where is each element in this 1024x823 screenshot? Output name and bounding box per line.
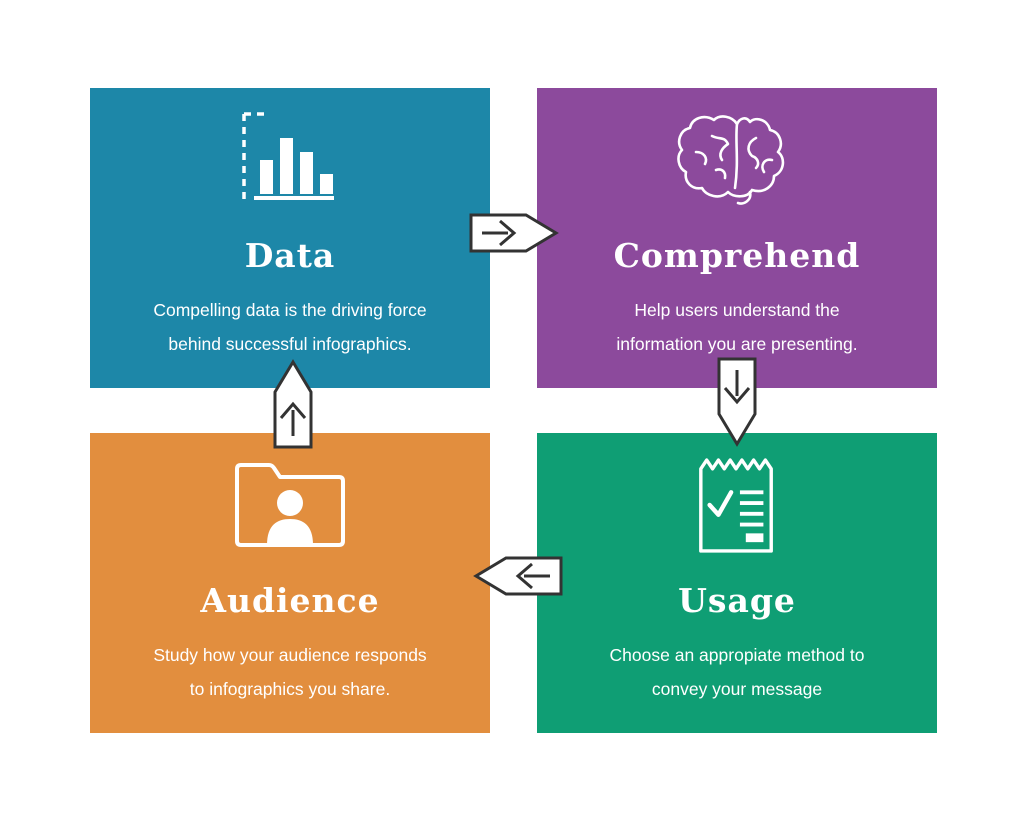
arrow-usage-to-audience [472,551,564,601]
description-line: Study how your audience responds [153,645,427,665]
bar-chart-icon [230,104,350,216]
step-card-data: Data Compelling data is the driving forc… [90,88,490,388]
arrow-audience-to-data [268,358,318,450]
description-line: to infographics you share. [189,679,391,699]
step-card-usage: Usage Choose an appropiate method to con… [537,433,937,733]
step-title-usage: Usage [678,581,796,620]
step-description-audience: Study how your audience responds to info… [153,638,426,706]
arrow-comprehend-to-usage [712,356,762,448]
step-card-comprehend: Comprehend Help users understand the inf… [537,88,937,388]
step-description-usage: Choose an appropiate method to convey yo… [610,638,865,706]
step-description-comprehend: Help users understand the information yo… [616,293,857,361]
step-description-data: Compelling data is the driving force beh… [153,293,426,361]
folder-user-icon [225,449,355,561]
step-title-comprehend: Comprehend [613,236,861,275]
description-line: behind successful infographics. [168,334,412,354]
step-title-audience: Audience [200,581,380,620]
brain-icon [672,104,802,216]
step-card-audience: Audience Study how your audience respond… [90,433,490,733]
receipt-checklist-icon [693,449,781,561]
description-line: information you are presenting. [616,334,858,354]
description-line: Choose an appropiate method to [609,645,865,665]
description-line: convey your message [651,679,823,699]
description-line: Help users understand the [634,300,840,320]
description-line: Compelling data is the driving force [153,300,427,320]
arrow-data-to-comprehend [468,208,560,258]
step-title-data: Data [244,236,336,275]
